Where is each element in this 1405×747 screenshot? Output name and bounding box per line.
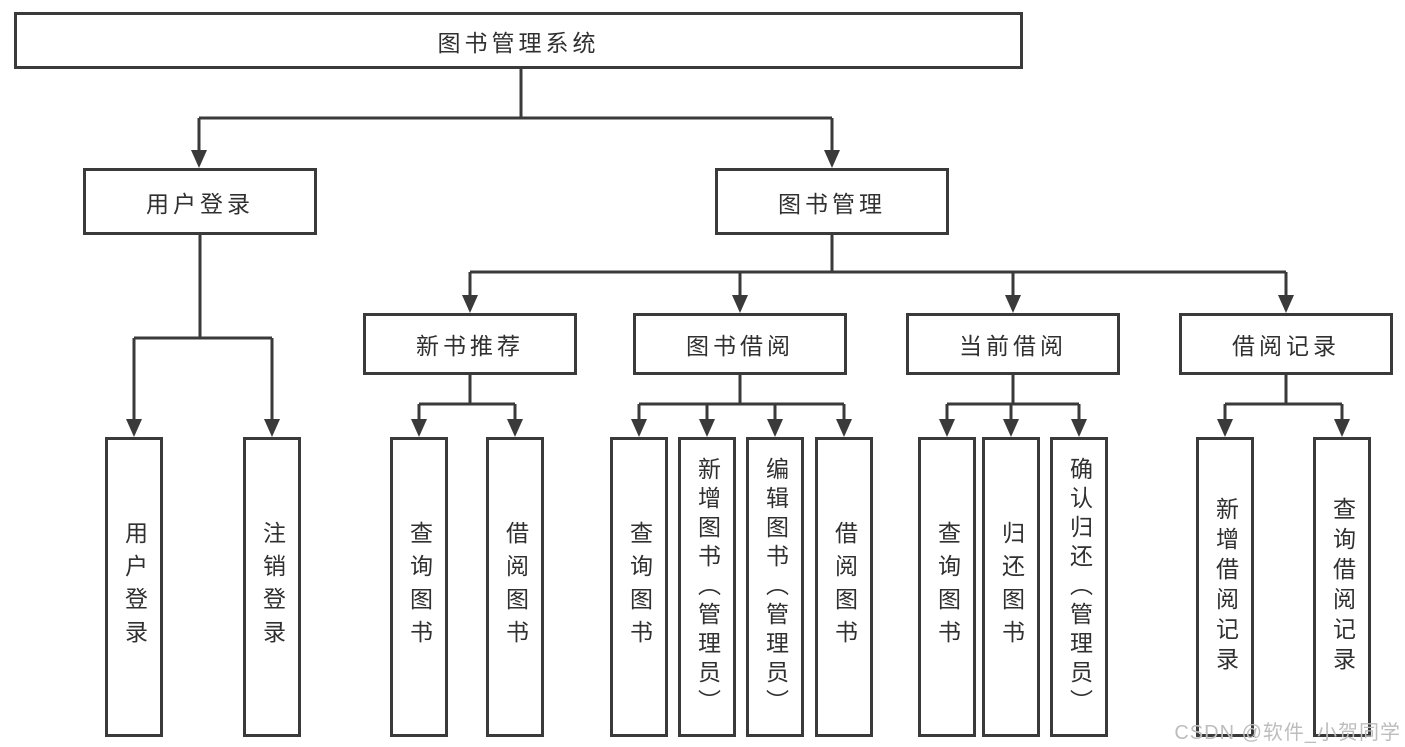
- node-new-book-recommend-label: 新书推荐: [416, 333, 524, 359]
- node-borrow-record-label: 借阅记录: [1232, 333, 1340, 359]
- leaf-bb-query-book: 查询图书: [610, 437, 668, 737]
- leaf-br-add-record-label: 新增借阅记录: [1212, 497, 1239, 677]
- node-user-login-label: 用户登录: [146, 190, 254, 217]
- leaf-cb-confirm-return-label: 确认归还（管理员）: [1066, 456, 1093, 718]
- leaf-user-login-label: 用户登录: [121, 521, 148, 653]
- node-book-borrow: 图书借阅: [633, 313, 847, 375]
- leaf-bb-borrow-book: 借阅图书: [815, 437, 873, 737]
- leaf-cb-return-book: 归还图书: [982, 437, 1040, 737]
- leaf-bb-add-book: 新增图书（管理员）: [678, 437, 736, 737]
- node-book-borrow-label: 图书借阅: [686, 333, 794, 359]
- node-new-book-recommend: 新书推荐: [363, 313, 577, 375]
- node-book-mgmt-label: 图书管理: [778, 190, 886, 217]
- node-borrow-record: 借阅记录: [1179, 313, 1393, 375]
- node-root-label: 图书管理系统: [437, 29, 600, 56]
- leaf-bb-edit-book-label: 编辑图书（管理员）: [762, 456, 789, 718]
- leaf-cb-return-book-label: 归还图书: [998, 521, 1025, 653]
- node-current-borrow: 当前借阅: [906, 313, 1120, 375]
- leaf-br-add-record: 新增借阅记录: [1196, 437, 1254, 737]
- leaf-bb-query-book-label: 查询图书: [626, 521, 653, 653]
- leaf-nr-borrow-book: 借阅图书: [486, 437, 544, 737]
- leaf-cb-query-book-label: 查询图书: [934, 521, 961, 653]
- leaf-bb-borrow-book-label: 借阅图书: [831, 521, 858, 653]
- csdn-watermark: CSDN @软件_小贺同学: [1174, 722, 1401, 744]
- node-root: 图书管理系统: [14, 12, 1023, 69]
- leaf-br-query-record-label: 查询借阅记录: [1329, 497, 1356, 677]
- leaf-bb-edit-book: 编辑图书（管理员）: [746, 437, 804, 737]
- leaf-cb-confirm-return: 确认归还（管理员）: [1050, 437, 1108, 737]
- leaf-bb-add-book-label: 新增图书（管理员）: [694, 456, 721, 718]
- leaf-user-login: 用户登录: [105, 437, 163, 737]
- leaf-nr-query-book: 查询图书: [390, 437, 448, 737]
- leaf-nr-borrow-book-label: 借阅图书: [502, 521, 529, 653]
- node-book-mgmt: 图书管理: [715, 168, 949, 235]
- leaf-logout-label: 注销登录: [259, 521, 286, 653]
- leaf-logout: 注销登录: [243, 437, 301, 737]
- leaf-nr-query-book-label: 查询图书: [406, 521, 433, 653]
- leaf-br-query-record: 查询借阅记录: [1313, 437, 1371, 737]
- node-current-borrow-label: 当前借阅: [959, 333, 1067, 359]
- leaf-cb-query-book: 查询图书: [918, 437, 976, 737]
- node-user-login: 用户登录: [83, 168, 317, 235]
